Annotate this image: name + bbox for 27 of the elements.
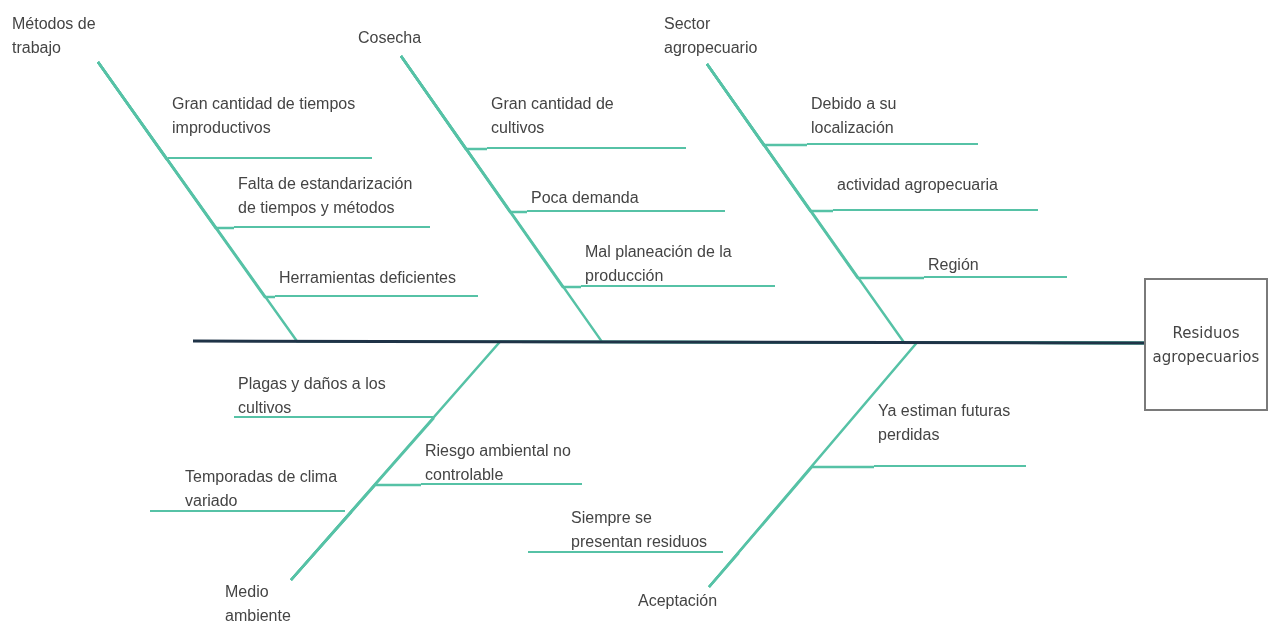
cause-label: Falta de estandarización de tiempos y métodos	[234, 172, 430, 228]
cause-label: Mal planeación de la producción	[581, 240, 775, 287]
category-label: Sector agropecuario	[664, 12, 774, 64]
cause-line	[399, 55, 581, 289]
cause-line	[290, 510, 353, 581]
cause-label: Plagas y daños a los cultivos	[234, 372, 434, 418]
category-label: Medio ambiente	[225, 580, 309, 628]
category-label: Aceptación	[638, 587, 730, 613]
cause-label: Debido a su localización	[807, 92, 978, 145]
cause-line	[708, 465, 874, 588]
cause-label: Siempre se presentan residuos	[528, 506, 723, 553]
cause-label: Región	[924, 253, 1067, 278]
cause-label: Poca demanda	[527, 186, 725, 212]
category-label: Métodos de trabajo	[12, 12, 112, 62]
spine-line	[193, 339, 1144, 345]
cause-label: Ya estiman futuras perdidas	[874, 399, 1026, 467]
cause-line	[705, 63, 924, 280]
cause-line	[97, 61, 275, 299]
cause-label: actividad agropecuaria	[833, 173, 1038, 211]
category-label: Cosecha	[358, 26, 430, 56]
cause-line	[708, 551, 741, 588]
cause-label: Herramientas deficientes	[275, 266, 478, 297]
cause-label: Temporadas de clima variado	[150, 465, 345, 512]
cause-label: Gran cantidad de tiempos improductivos	[168, 92, 372, 159]
effect-box: Residuos agropecuarios	[1144, 278, 1268, 411]
cause-label: Riesgo ambiental no controlable	[421, 439, 582, 485]
cause-label: Gran cantidad de cultivos	[487, 92, 686, 149]
